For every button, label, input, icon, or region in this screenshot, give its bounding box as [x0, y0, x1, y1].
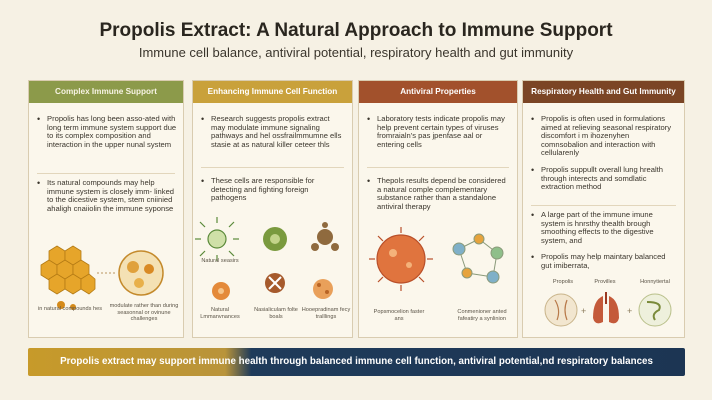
gut-icon [638, 293, 672, 327]
illustration-caption: Hooepradinam fecy tralllings [301, 307, 351, 320]
bullet-item: Propolis is often used in formulations a… [531, 114, 678, 158]
illustration-caption: Natural Lmmanvnances [200, 307, 240, 320]
organs-illustration: + + [544, 292, 672, 327]
panel-enhancing-immune-cell-function: Enhancing Immune Cell Function Research … [192, 80, 353, 338]
bullet-item: Its natural compounds may help immune sy… [37, 178, 177, 213]
illustration-caption: Propolis [552, 279, 574, 285]
bullet-list: Propolis has long been asso-ated with lo… [37, 114, 177, 157]
throat-icon [544, 293, 578, 327]
illustration-caption: modulate rather than during seasonnal or… [109, 303, 179, 323]
divider [37, 173, 175, 174]
cell-compound-icon [118, 250, 164, 296]
honeycomb-propolis-illustration [40, 245, 164, 310]
illustration-caption: Natural seasirs [201, 258, 239, 264]
plus-icon: + [581, 306, 586, 316]
panel-heading: Respiratory Health and Gut Immunity [523, 81, 684, 103]
page-title: Propolis Extract: A Natural Approach to … [99, 20, 613, 41]
panel-complex-immune-support: Complex Immune Support Propolis has long… [28, 80, 184, 338]
virus-cluster-icon [311, 222, 339, 251]
illustration-caption: Honnytiertal [640, 279, 670, 285]
plus-icon: + [627, 306, 632, 316]
illustration-caption: Popsmocelion faster ans [373, 309, 425, 322]
orange-cell-icon [212, 282, 230, 300]
propolis-drop-icon [57, 301, 76, 310]
immune-cells-illustration [195, 217, 339, 300]
bullet-list: These cells are responsible for detectin… [201, 176, 346, 211]
panel-heading: Antiviral Properties [359, 81, 517, 103]
antiviral-illustration [369, 227, 504, 291]
divider [201, 167, 344, 168]
panel-antiviral-properties: Antiviral Properties Laboratory tests in… [358, 80, 518, 338]
bullet-item: Laboratory tests indicate propolis may h… [367, 114, 511, 149]
illustration-caption: in natural compounds hes [37, 306, 103, 312]
illustration-caption: Nasialiculam folte boals [254, 307, 298, 320]
panel-respiratory-health-gut-immunity: Respiratory Health and Gut Immunity Prop… [522, 80, 685, 338]
cross-attack-icon [265, 273, 285, 293]
bullet-list: Propolis is often used in formulations a… [531, 114, 678, 200]
bullet-item: A large part of the immune imune system … [531, 210, 678, 245]
bullet-item: Propolis suppullt overall lung hrealth t… [531, 165, 678, 192]
virus-icon [369, 227, 433, 291]
green-cell-icon [263, 227, 287, 251]
spotted-cell-icon [313, 279, 333, 299]
bullet-item: Propolis may help maintary balanced gut … [531, 253, 678, 270]
illustration-caption: Conmenioner anted fafeatiry a synlinion [457, 309, 507, 322]
panel-heading: Complex Immune Support [29, 81, 183, 103]
illustration-caption: Provilles [594, 279, 616, 285]
molecule-network-icon [452, 233, 504, 284]
bullet-list: Thepols results depend be considered a n… [367, 176, 511, 219]
bullet-list: Research suggests propolis extract may m… [201, 114, 346, 157]
bullet-item: Research suggests propolis extract may m… [201, 114, 346, 149]
divider [531, 205, 676, 206]
honeycomb-icon [40, 245, 96, 295]
bullet-list: A large part of the immune imune system … [531, 210, 678, 279]
panel-heading: Enhancing Immune Cell Function [193, 81, 352, 103]
divider [367, 167, 509, 168]
natural-killer-cell-icon [195, 217, 239, 261]
bullet-list: Its natural compounds may help immune sy… [37, 178, 177, 221]
bullet-item: Thepols results depend be considered a n… [367, 176, 511, 211]
lungs-icon [593, 292, 619, 324]
bullet-list: Laboratory tests indicate propolis may h… [367, 114, 511, 157]
bullet-item: Propolis has long been asso-ated with lo… [37, 114, 177, 149]
summary-banner: Propolis extract may support immune heal… [28, 348, 685, 376]
bullet-item: These cells are responsible for detectin… [201, 176, 346, 203]
page-subtitle: Immune cell balance, antiviral potential… [138, 45, 574, 60]
